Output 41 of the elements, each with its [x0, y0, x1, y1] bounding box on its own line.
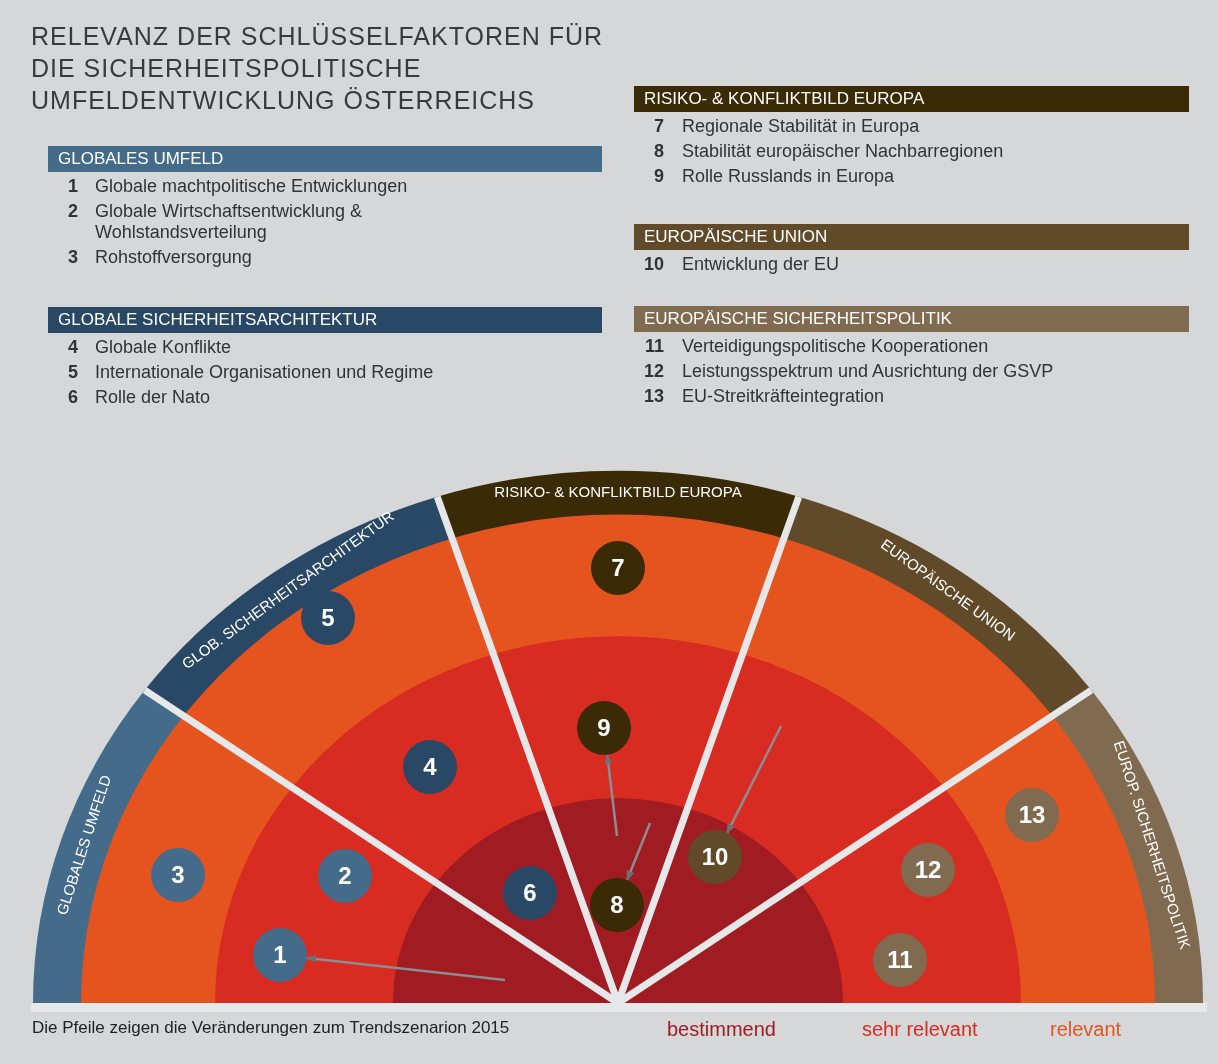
- item-text: Rolle der Nato: [95, 387, 212, 408]
- category-banner: GLOBALES UMFELD: [48, 146, 602, 172]
- item-text: Globale Konflikte: [95, 337, 233, 358]
- item-text: EU-Streitkräfteintegration: [682, 386, 886, 407]
- item-text: Entwicklung der EU: [682, 254, 841, 275]
- caption: Die Pfeile zeigen die Veränderungen zum Trendszenarion 2015: [32, 1017, 510, 1039]
- item-number: 12: [642, 361, 664, 382]
- item-text: Globale machtpolitische Entwicklungen: [95, 176, 409, 197]
- item-number: 11: [643, 336, 664, 357]
- change-arrow: [305, 955, 506, 982]
- item-text: Rolle Russlands in Europa: [682, 166, 896, 187]
- category-banner: EUROPÄISCHE UNION: [634, 224, 1189, 250]
- change-arrow: [726, 725, 783, 834]
- item-text: Stabilität europäischer Nachbarregionen: [682, 141, 1005, 162]
- category-banner: EUROPÄISCHE SICHERHEITSPOLITIK: [634, 306, 1189, 332]
- item-number: 5: [67, 362, 78, 383]
- item-number: 9: [653, 166, 664, 187]
- item-text: Regionale Stabilität in Europa: [682, 116, 921, 137]
- item-text: Verteidigungspolitische Kooperationen: [682, 336, 990, 357]
- item-number: 8: [653, 141, 664, 162]
- change-arrow: [625, 822, 652, 881]
- category-banner: RISIKO- & KONFLIKTBILD EUROPA: [634, 86, 1189, 112]
- change-arrow: [604, 753, 619, 837]
- legend-text: sehr relevant: [862, 1017, 978, 1041]
- sector-label: RISIKO- & KONFLIKTBILD EUROPA: [494, 483, 742, 502]
- title: RELEVANZ DER SCHLÜSSELFAKTOREN FÜR DIE SICHERHEITSPOLITISCHE UMFELDENTWICKLUNG ÖSTERREICHS: [31, 21, 605, 116]
- item-number: 7: [653, 116, 664, 137]
- item-number: 13: [642, 386, 664, 407]
- legend-text: relevant: [1050, 1017, 1122, 1041]
- category-banner: GLOBALE SICHERHEITSARCHITEKTUR: [48, 307, 602, 333]
- item-text: Internationale Organisationen und Regime: [95, 362, 435, 383]
- item-text: Rohstoffversorgung: [95, 247, 253, 268]
- item-text: Globale Wirtschaftsentwicklung & Wohlstandsverteilung: [95, 201, 364, 243]
- item-number: 4: [67, 337, 78, 358]
- item-number: 3: [67, 247, 78, 268]
- item-number: 1: [67, 176, 78, 197]
- item-number: 10: [642, 254, 664, 275]
- item-number: 2: [67, 201, 78, 223]
- legend-text: bestimmend: [667, 1017, 776, 1041]
- item-number: 6: [67, 387, 78, 408]
- item-text: Leistungsspektrum und Ausrichtung der GSVP: [682, 361, 1055, 382]
